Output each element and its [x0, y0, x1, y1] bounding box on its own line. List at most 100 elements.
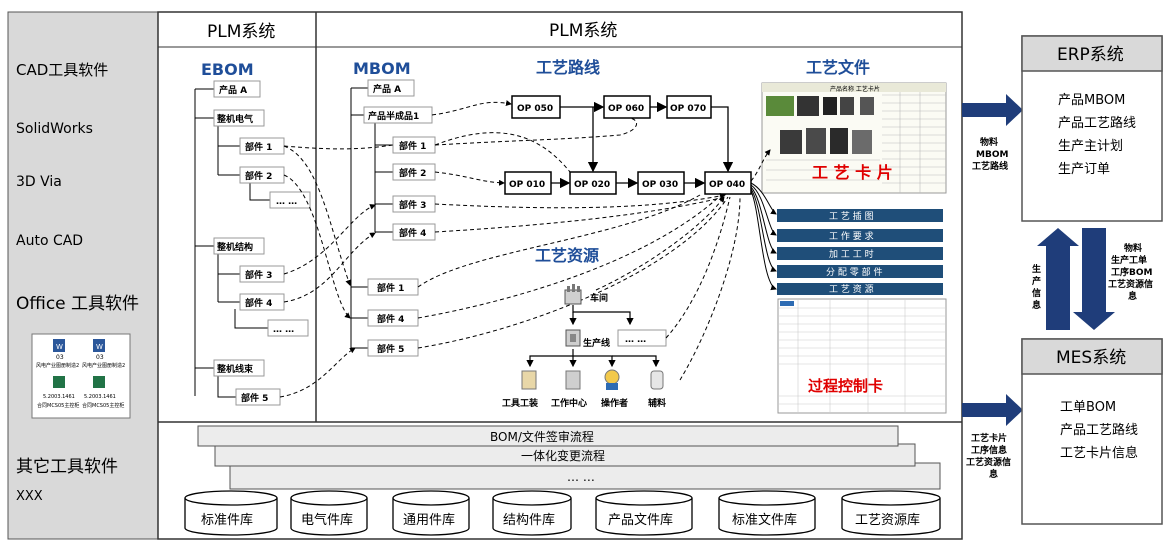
production-line-icon: [565, 329, 581, 347]
section-illustration: 工 艺 插 图: [829, 210, 874, 222]
erp-item-4: 生产订单: [1058, 162, 1110, 177]
svg-text:标准文件库: 标准文件库: [732, 512, 797, 528]
mes-item-1: 工单BOM: [1060, 400, 1116, 415]
ebom-ellipsis-2: … …: [273, 325, 294, 335]
workshop-label: 车间: [590, 292, 608, 304]
library-common-parts: 通用件库: [392, 490, 470, 536]
svg-text:通用件库: 通用件库: [403, 512, 455, 528]
mes-title: MES系统: [1056, 348, 1126, 368]
to-mes-label-4: 息: [989, 468, 998, 480]
mbom-semi: 产品半成品1: [368, 110, 419, 122]
other-tools-title: 其它工具软件: [16, 457, 118, 477]
mes-item-2: 产品工艺路线: [1060, 422, 1138, 438]
process-card-image: 产品名称 工艺卡片 工 艺 卡 片: [761, 82, 947, 194]
excel-file-icon: [53, 376, 65, 388]
svg-text:5.2003.1461: 5.2003.1461: [84, 394, 116, 400]
card-sections: 工 艺 插 图 工 作 要 求 加 工 工 时 分 配 零 部 件 工 艺 资 …: [777, 209, 943, 295]
tooling-icon: [521, 370, 537, 390]
line-label: 生产线: [583, 337, 610, 349]
arrow-to-mes: [962, 394, 1023, 426]
to-erp-label-1: 物料: [980, 136, 998, 148]
erp-item-3: 生产主计划: [1058, 139, 1123, 154]
excel-file-icon: [93, 376, 105, 388]
library-standard-documents: 标准文件库: [718, 490, 816, 536]
svg-text:电气件库: 电气件库: [301, 512, 353, 528]
to-erp-label-3: 工艺路线: [972, 160, 1008, 172]
op-020: OP 020: [574, 180, 610, 190]
ebom-part-2: 部件 2: [245, 170, 272, 182]
svg-text:03: 03: [56, 354, 64, 361]
op-050: OP 050: [517, 104, 553, 114]
ebom-part-3: 部件 3: [245, 269, 272, 281]
word-file-icon: [53, 339, 65, 352]
plm-main-title: PLM系统: [549, 21, 617, 41]
tool-item-solidworks: SolidWorks: [16, 121, 93, 137]
svg-text:5.2003.1461: 5.2003.1461: [43, 394, 75, 400]
svg-text:标准件库: 标准件库: [201, 512, 253, 528]
mes-item-3: 工艺卡片信息: [1060, 445, 1138, 461]
resource-ellipsis: … …: [625, 335, 646, 345]
flow-bars: BOM/文件签审流程 一体化变更流程 … …: [197, 425, 941, 490]
ebom-mbom-links: [279, 144, 394, 398]
arrow-to-erp: [962, 94, 1023, 126]
op-070: OP 070: [670, 104, 706, 114]
ebom-title: EBOM: [201, 60, 254, 79]
work-center-icon: [565, 370, 581, 390]
section-parts: 分 配 零 部 件: [826, 266, 882, 278]
erp-mes-label-3: 工序BOM: [1111, 266, 1153, 278]
flow-approval: BOM/文件签审流程: [490, 429, 594, 444]
docs-title: 工艺文件: [806, 58, 870, 77]
resource-operator: 操作者: [601, 397, 628, 409]
office-files-thumbnail: W W 03 03 风电产业图册制造2 风电产业图册制造2 5.2003.146…: [31, 333, 131, 419]
erp-item-2: 产品工艺路线: [1058, 115, 1136, 131]
cad-title: CAD工具软件: [16, 61, 108, 79]
ebom-part-4: 部件 4: [245, 297, 272, 309]
library-process-resources: 工艺资源库: [841, 490, 941, 536]
svg-text:产品文件库: 产品文件库: [608, 512, 673, 528]
mbom-part-5: 部件 5: [377, 343, 404, 355]
erp-title: ERP系统: [1057, 45, 1124, 65]
arrow-erp-to-mes: [1073, 228, 1115, 330]
op040-doc-links: [750, 149, 777, 291]
office-title: Office 工具软件: [16, 294, 139, 314]
ebom-tree: 产品 A 整机电气 部件 1 部件 2 … … 整机结构 部件 3 部件 4 ……: [213, 80, 311, 406]
erp-mes-label-4: 工艺资源信: [1108, 278, 1153, 290]
ebom-part-1: 部件 1: [245, 141, 272, 153]
ebom-group-harness: 整机线束: [216, 363, 254, 375]
op-010: OP 010: [509, 180, 545, 190]
tool-item-autocad: Auto CAD: [16, 233, 83, 249]
erp-mes-label-1: 物料: [1124, 242, 1142, 254]
resource-tree: 车间 生产线 … … 工具工装 工作中心 操作者 辅料: [502, 284, 667, 409]
svg-text:合同MCS05主控柜: 合同MCS05主控柜: [82, 402, 124, 409]
plm-left-title: PLM系统: [207, 22, 275, 42]
mbom-semi-part-3: 部件 3: [399, 199, 426, 211]
svg-text:W: W: [56, 343, 63, 351]
production-info-char-2: 产: [1032, 275, 1041, 287]
svg-text:W: W: [96, 343, 103, 351]
tool-item-3dvia: 3D Via: [16, 174, 62, 190]
ebom-root: 产品 A: [219, 84, 247, 96]
production-info-char-4: 息: [1032, 299, 1041, 311]
section-requirements: 工 作 要 求: [829, 230, 874, 242]
section-hours: 加 工 工 时: [829, 248, 874, 260]
resource-material: 辅料: [648, 397, 666, 409]
mbom-part-4: 部件 4: [377, 313, 404, 325]
svg-text:03: 03: [96, 354, 104, 361]
erp-item-1: 产品MBOM: [1058, 93, 1125, 108]
resource-work-center: 工作中心: [551, 397, 587, 409]
section-resources: 工 艺 资 源: [829, 284, 874, 295]
routing-ops: OP 050 OP 060 OP 070 OP 010 OP 020 OP 03…: [504, 95, 752, 195]
svg-text:风电产业图册制造2: 风电产业图册制造2: [82, 362, 125, 369]
svg-text:风电产业图册制造2: 风电产业图册制造2: [36, 362, 79, 369]
to-erp-label-2: MBOM: [976, 150, 1008, 160]
erp-mes-label-5: 息: [1128, 290, 1137, 302]
material-icon: [650, 370, 664, 390]
routing-title: 工艺路线: [536, 58, 600, 77]
ebom-ellipsis-1: … …: [276, 197, 297, 207]
mbom-semi-part-2: 部件 2: [399, 167, 426, 179]
to-mes-label-3: 工艺资源信: [966, 456, 1011, 468]
process-control-card-label: 过程控制卡: [808, 377, 883, 395]
flow-change: 一体化变更流程: [521, 448, 605, 463]
svg-text:产品名称 工艺卡片: 产品名称 工艺卡片: [830, 85, 880, 93]
